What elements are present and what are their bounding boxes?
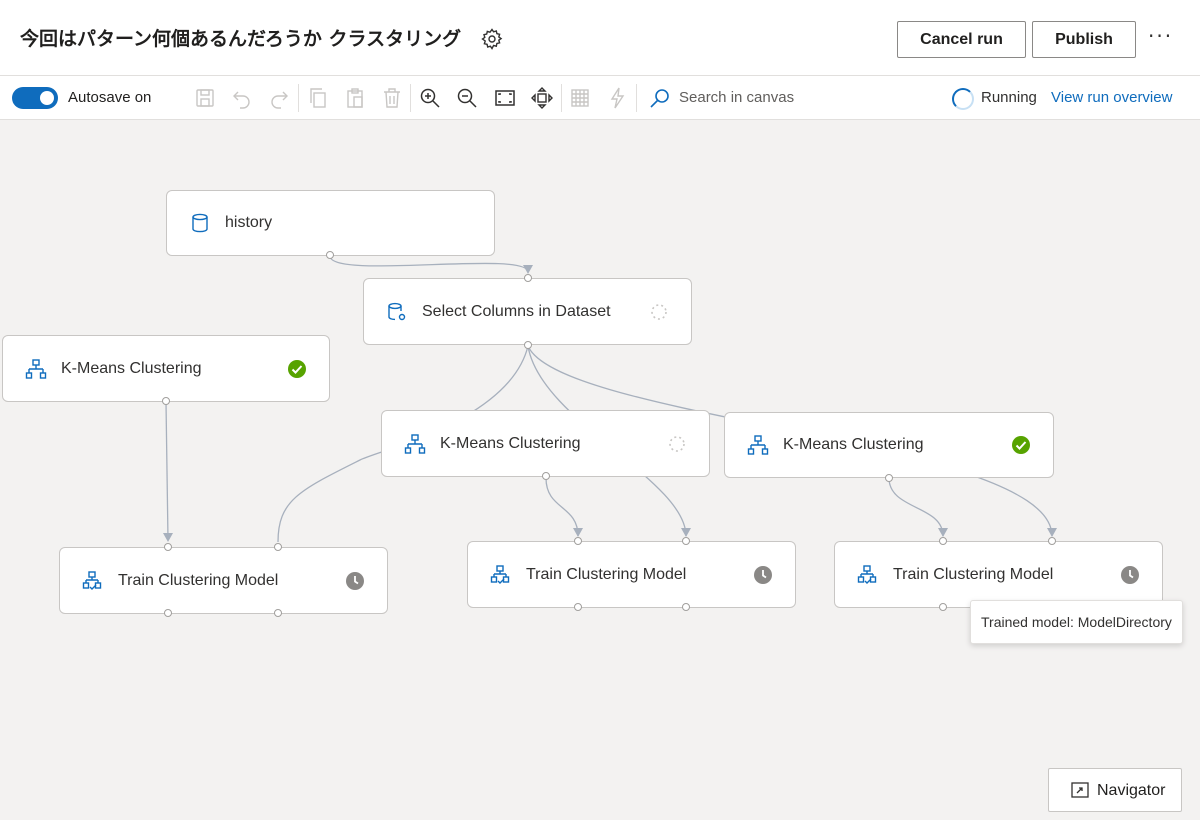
navigator-label: Navigator: [1097, 782, 1166, 799]
edge-kmeans3-train3: [888, 477, 944, 537]
node-history[interactable]: history: [166, 190, 495, 256]
zoom-in-icon[interactable]: [418, 86, 442, 110]
train-model-icon: [82, 570, 102, 590]
navigator-icon: [1071, 782, 1089, 798]
cancel-run-button[interactable]: Cancel run: [897, 21, 1026, 58]
node-kmeans-3[interactable]: K-Means Clustering: [724, 412, 1054, 478]
success-check-icon: [1012, 436, 1030, 454]
gear-icon[interactable]: [480, 27, 504, 51]
clock-icon: [1121, 565, 1139, 584]
node-kmeans-1[interactable]: K-Means Clustering: [2, 335, 330, 402]
search-canvas-input[interactable]: Search in canvas: [679, 89, 795, 106]
dataset-icon: [192, 213, 208, 233]
copy-icon[interactable]: [306, 86, 330, 110]
save-icon[interactable]: [193, 86, 217, 110]
edge-history-select: [329, 255, 529, 273]
view-run-overview-link[interactable]: View run overview: [1051, 89, 1173, 106]
canvas-toolbar: Autosave on Search in canvas Running Vie…: [0, 76, 1200, 120]
autosave-toggle[interactable]: [12, 87, 58, 109]
node-label: Train Clustering Model: [526, 565, 687, 583]
output-port[interactable]: [682, 603, 690, 611]
output-port[interactable]: [326, 251, 334, 259]
node-train-2[interactable]: Train Clustering Model: [467, 541, 796, 608]
page-title: 今回はパターン何個あるんだろうか クラスタリング: [20, 28, 462, 50]
node-label: Select Columns in Dataset: [422, 302, 611, 320]
node-label: K-Means Clustering: [440, 434, 581, 452]
output-port[interactable]: [885, 474, 893, 482]
input-port[interactable]: [274, 543, 282, 551]
navigator-button[interactable]: Navigator: [1048, 768, 1182, 812]
output-port[interactable]: [164, 609, 172, 617]
model-tree-icon: [747, 435, 769, 455]
output-port[interactable]: [274, 609, 282, 617]
train-model-icon: [490, 564, 510, 584]
input-port[interactable]: [939, 537, 947, 545]
input-port[interactable]: [1048, 537, 1056, 545]
input-port[interactable]: [164, 543, 172, 551]
train-model-icon: [857, 564, 877, 584]
clock-icon: [754, 565, 772, 584]
node-label: history: [225, 214, 273, 231]
fit-to-screen-icon[interactable]: [493, 86, 517, 110]
edge-kmeans1-train1: [165, 401, 169, 541]
node-select-columns[interactable]: Select Columns in Dataset: [363, 278, 692, 345]
input-port[interactable]: [682, 537, 690, 545]
output-port[interactable]: [524, 341, 532, 349]
paste-icon[interactable]: [343, 86, 367, 110]
model-tree-icon: [404, 433, 426, 454]
loading-spinner-icon: [651, 303, 667, 320]
header-bar: 今回はパターン何個あるんだろうか クラスタリング Cancel run Publ…: [0, 0, 1200, 76]
loading-spinner-icon: [669, 435, 685, 452]
input-port[interactable]: [524, 274, 532, 282]
node-label: Train Clustering Model: [893, 565, 1054, 583]
undo-icon[interactable]: [230, 86, 254, 110]
publish-button[interactable]: Publish: [1032, 21, 1136, 58]
pan-icon[interactable]: [530, 86, 554, 110]
input-port[interactable]: [574, 537, 582, 545]
port-tooltip: Trained model: ModelDirectory: [970, 600, 1183, 644]
node-train-3[interactable]: Train Clustering Model: [834, 541, 1163, 608]
output-port[interactable]: [542, 472, 550, 480]
search-icon[interactable]: [648, 86, 672, 110]
pipeline-canvas[interactable]: history Select Columns in Dataset K-Mean…: [0, 120, 1200, 820]
redo-icon[interactable]: [267, 86, 291, 110]
model-tree-icon: [25, 358, 47, 379]
zoom-out-icon[interactable]: [455, 86, 479, 110]
success-check-icon: [288, 359, 306, 378]
node-label: K-Means Clustering: [61, 359, 202, 377]
node-train-1[interactable]: Train Clustering Model: [59, 547, 388, 614]
output-port[interactable]: [574, 603, 582, 611]
dataset-settings-icon: [388, 302, 406, 320]
node-label: Train Clustering Model: [118, 571, 279, 589]
edge-kmeans2-train2: [545, 477, 579, 537]
output-port[interactable]: [939, 603, 947, 611]
output-port[interactable]: [162, 397, 170, 405]
edge-select-train1: [277, 345, 529, 543]
grid-layout-icon[interactable]: [568, 86, 592, 110]
node-kmeans-2[interactable]: K-Means Clustering: [381, 410, 710, 477]
clock-icon: [346, 571, 364, 590]
run-status-label: Running: [981, 89, 1037, 106]
more-options-button[interactable]: ···: [1148, 24, 1174, 48]
autosave-label: Autosave on: [68, 89, 152, 106]
auto-layout-icon[interactable]: [606, 86, 630, 110]
node-label: K-Means Clustering: [783, 436, 924, 453]
delete-icon[interactable]: [380, 86, 404, 110]
running-spinner-icon: [952, 88, 974, 110]
